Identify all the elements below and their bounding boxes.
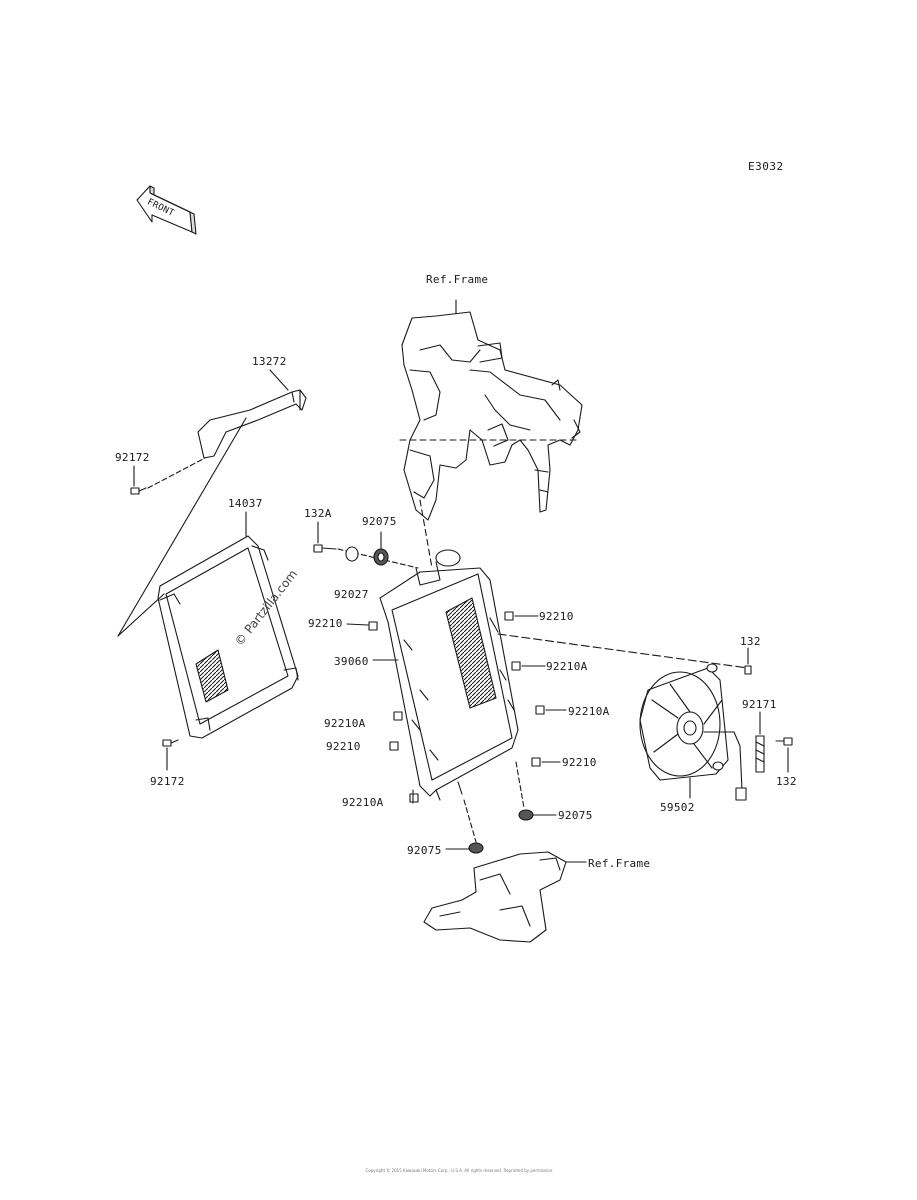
grommet-92075-right bbox=[518, 809, 534, 821]
label-92172-top[interactable]: 92172 bbox=[115, 451, 150, 464]
label-13272[interactable]: 13272 bbox=[252, 355, 287, 368]
collar-92027 bbox=[345, 546, 359, 562]
label-92210A-bottom[interactable]: 92210A bbox=[342, 796, 384, 809]
label-ref-frame-bottom[interactable]: Ref.Frame bbox=[588, 857, 651, 870]
label-92210-left[interactable]: 92210 bbox=[308, 617, 343, 630]
label-92210-right2[interactable]: 92210 bbox=[562, 756, 597, 769]
bolt-132-top bbox=[744, 665, 752, 675]
label-92210A-left[interactable]: 92210A bbox=[324, 717, 366, 730]
label-39060[interactable]: 39060 bbox=[334, 655, 369, 668]
label-92172-bottom[interactable]: 92172 bbox=[150, 775, 185, 788]
screw-92172-top bbox=[130, 487, 147, 495]
label-92210-left2[interactable]: 92210 bbox=[326, 740, 361, 753]
label-92075-bottom[interactable]: 92075 bbox=[407, 844, 442, 857]
stud-92171 bbox=[755, 735, 765, 773]
fan-59502 bbox=[639, 663, 747, 801]
label-92210A-right[interactable]: 92210A bbox=[546, 660, 588, 673]
front-arrow-icon bbox=[136, 185, 197, 235]
grommet-92075-top bbox=[373, 548, 389, 566]
copyright-notice: Copyright © 2015 Kawasaki Motors Corp., … bbox=[365, 1168, 554, 1173]
diagram-code: E3032 bbox=[748, 160, 784, 173]
label-132-top[interactable]: 132 bbox=[740, 635, 761, 648]
bolt-132A bbox=[313, 544, 337, 553]
nut-92210-left bbox=[368, 621, 378, 631]
label-132-bottom[interactable]: 132 bbox=[776, 775, 797, 788]
nut-92210A-right bbox=[511, 661, 521, 671]
label-92210A-right2[interactable]: 92210A bbox=[568, 705, 610, 718]
label-14037[interactable]: 14037 bbox=[228, 497, 263, 510]
label-92027[interactable]: 92027 bbox=[334, 588, 369, 601]
label-ref-frame-top[interactable]: Ref.Frame bbox=[426, 273, 489, 286]
bolt-132-bottom bbox=[775, 737, 793, 746]
radiator-39060 bbox=[379, 549, 519, 801]
label-92075-right[interactable]: 92075 bbox=[558, 809, 593, 822]
label-132A[interactable]: 132A bbox=[304, 507, 332, 520]
nut-group bbox=[368, 611, 545, 803]
bracket-13272 bbox=[197, 389, 307, 459]
nut-92210-right2 bbox=[531, 757, 541, 767]
label-92210-right-top[interactable]: 92210 bbox=[539, 610, 574, 623]
label-92171[interactable]: 92171 bbox=[742, 698, 777, 711]
nut-92210A-bottom bbox=[409, 793, 419, 803]
frame-upper-part bbox=[401, 299, 583, 521]
nut-92210A-right2 bbox=[535, 705, 545, 715]
label-59502[interactable]: 59502 bbox=[660, 801, 695, 814]
nut-92210-left2 bbox=[389, 741, 399, 751]
label-92075-top[interactable]: 92075 bbox=[362, 515, 397, 528]
grommet-92075-bottom bbox=[468, 842, 484, 854]
nut-92210-right-top bbox=[504, 611, 514, 621]
frame-lower-part bbox=[423, 851, 567, 943]
radiator-screen-14037 bbox=[157, 535, 299, 739]
screw-92172-bottom bbox=[162, 739, 179, 747]
nut-92210A-left bbox=[393, 711, 403, 721]
